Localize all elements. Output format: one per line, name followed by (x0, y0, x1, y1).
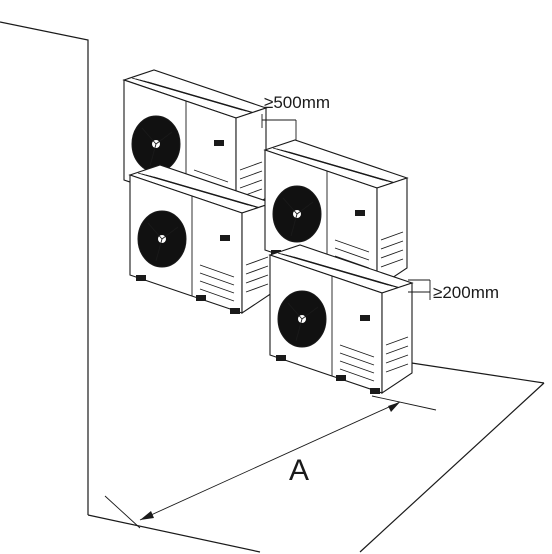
wall-outline (0, 21, 545, 553)
distance-label: A (289, 454, 309, 487)
side-clearance-marker: ≥200mm (408, 279, 499, 302)
unit-bottom-right (268, 244, 414, 395)
top-clearance-label: ≥500mm (264, 93, 330, 112)
outdoor-units (122, 69, 414, 395)
side-clearance-label: ≥200mm (433, 283, 499, 302)
dimension-a: A (104, 395, 437, 529)
top-clearance-marker: ≥500mm (261, 93, 330, 140)
